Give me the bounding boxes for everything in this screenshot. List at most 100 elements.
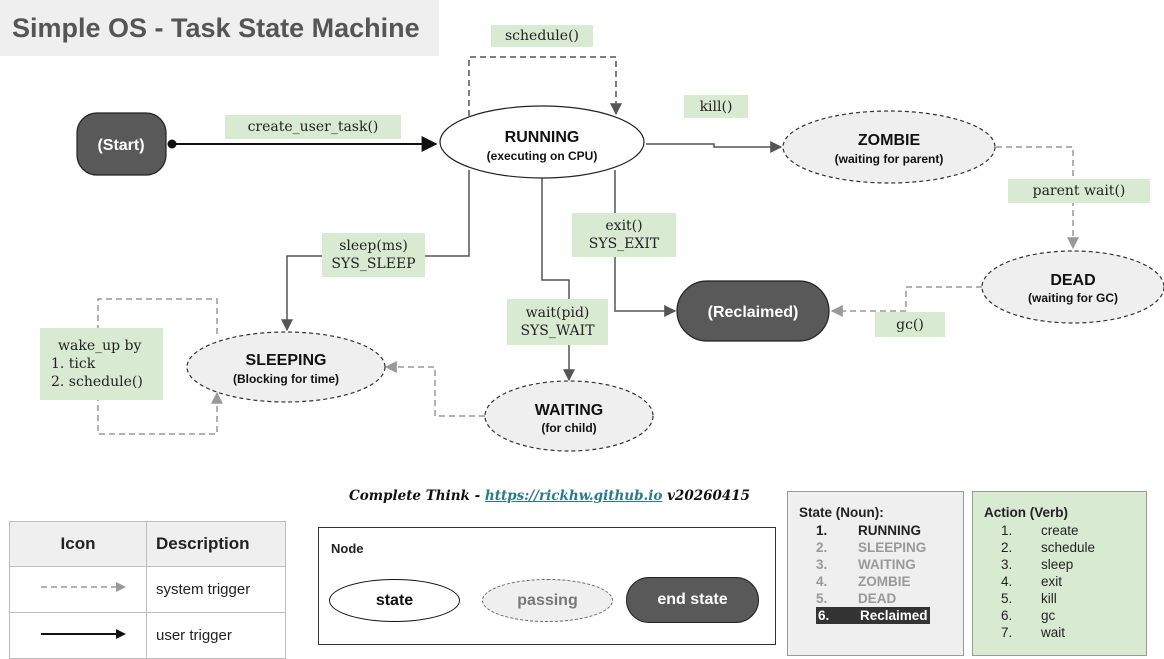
label-wait-line2: SYS_WAIT: [520, 323, 595, 339]
state-panel: State (Noun): 1.RUNNING 2.SLEEPING 3.WAI…: [787, 491, 964, 656]
list-item: 1. create: [1001, 522, 1095, 539]
label-exit: exit() SYS_EXIT: [572, 213, 676, 257]
label-wakeup-line2: 1. tick: [51, 356, 96, 372]
action-num: 6.: [1001, 608, 1013, 623]
action-label: gc: [1041, 608, 1056, 623]
node-legend-passing: passing: [482, 579, 613, 622]
edge-create-user-task-origin: [167, 139, 177, 149]
legend-description-system: system trigger: [146, 566, 286, 613]
credit-line: Complete Think - https://rickhw.github.i…: [349, 488, 750, 504]
action-label: wait: [1041, 625, 1066, 640]
label-parent-wait-text: parent wait(): [1032, 183, 1126, 199]
node-zombie-sub: (waiting for parent): [835, 152, 944, 166]
list-item: 3. sleep: [1001, 556, 1095, 573]
node-sleeping-sub: (Blocking for time): [233, 372, 339, 386]
dashed-arrow-icon: [9, 566, 147, 613]
node-start-label: (Start): [97, 137, 144, 154]
page-title: Simple OS - Task State Machine: [12, 13, 420, 43]
node-zombie-name: ZOMBIE: [858, 132, 921, 149]
list-item: 1. RUNNING: [816, 522, 930, 539]
label-wakeup-line3: 2. schedule(): [51, 374, 143, 390]
state-num: 6.: [818, 608, 830, 623]
node-zombie: [782, 110, 996, 184]
label-exit-line2: SYS_EXIT: [588, 236, 660, 252]
list-item: 3. WAITING: [816, 556, 930, 573]
label-parent-wait: parent wait(): [1008, 179, 1150, 203]
edge-parent-wait: [996, 146, 1079, 250]
label-wait-line1: wait(pid): [525, 305, 590, 321]
label-gc-text: gc(): [896, 316, 924, 333]
action-label: exit: [1041, 574, 1063, 589]
label-schedule: schedule(): [491, 25, 593, 47]
node-legend-passing-label: passing: [517, 591, 578, 609]
node-dead-sub: (waiting for GC): [1028, 291, 1118, 305]
label-create-user-task: create_user_task(): [225, 115, 401, 139]
solid-arrow-icon: [9, 612, 147, 659]
legend-header-icon: Icon: [9, 521, 147, 567]
action-num: 4.: [1001, 574, 1013, 589]
edge-kill: [646, 141, 783, 153]
state-label: RUNNING: [858, 523, 921, 538]
action-label: schedule: [1041, 540, 1096, 555]
action-label: sleep: [1041, 557, 1074, 572]
node-waiting-name: WAITING: [535, 402, 603, 419]
action-num: 5.: [1001, 591, 1013, 606]
title-banner: Simple OS - Task State Machine: [0, 0, 439, 56]
list-item: 4.ZOMBIE: [816, 573, 930, 590]
label-wait: wait(pid) SYS_WAIT: [507, 299, 608, 345]
node-waiting-sub: (for child): [541, 421, 596, 435]
credit-link[interactable]: https://rickhw.github.io: [484, 488, 663, 504]
label-wakeup-line1: wake_up by: [58, 338, 142, 354]
label-wakeup: wake_up by 1. tick 2. schedule(): [40, 328, 163, 400]
state-selected-highlight: 6. Reclaimed: [816, 607, 930, 624]
node-legend-end-state: end state: [626, 577, 759, 623]
edge-schedule: [468, 56, 622, 116]
action-label: kill: [1041, 591, 1057, 606]
node-legend-end-state-label: end state: [657, 591, 728, 608]
node-sleeping: [186, 331, 386, 403]
state-label: WAITING: [858, 557, 916, 572]
node-waiting: [484, 380, 654, 452]
action-num: 7.: [1001, 625, 1013, 640]
node-legend-state-label: state: [375, 591, 414, 609]
node-running-name: RUNNING: [505, 129, 580, 146]
list-item: 5. DEAD: [816, 590, 930, 607]
label-gc: gc(): [875, 312, 945, 337]
action-num: 2.: [1001, 540, 1013, 555]
legend-table: Icon Description system trigger user tri…: [9, 521, 286, 659]
node-legend-title: Node: [331, 541, 364, 556]
label-exit-line1: exit(): [605, 218, 643, 234]
list-item: 5. kill: [1001, 590, 1095, 607]
edge-gc: [830, 286, 982, 317]
label-sleep-line2: SYS_SLEEP: [331, 256, 416, 272]
list-item: 6. Reclaimed: [816, 607, 930, 624]
node-reclaimed: [676, 280, 830, 342]
state-num: 5.: [816, 591, 828, 606]
state-num: 1.: [816, 523, 828, 538]
state-panel-title: State (Noun):: [799, 505, 884, 520]
edge-wait: [541, 174, 575, 382]
state-list: 1.RUNNING 2.SLEEPING 3.WAITING 4.ZOMBIE …: [816, 522, 930, 624]
list-item: 2. schedule: [1001, 539, 1095, 556]
list-item: 7. wait: [1001, 624, 1095, 641]
legend-description-user: user trigger: [146, 612, 286, 659]
action-list: 1. create 2. schedule 3. sleep 4. exit 5. kil…: [1001, 522, 1095, 641]
node-running: [439, 105, 645, 179]
label-create-user-task-text: create_user_task(): [247, 119, 379, 135]
legend-row: system trigger: [9, 566, 286, 613]
legend-row: user trigger: [9, 612, 286, 659]
label-schedule-text: schedule(): [505, 28, 579, 44]
label-sleep: sleep(ms) SYS_SLEEP: [322, 233, 425, 277]
state-num: 3.: [816, 557, 828, 572]
node-dead-name: DEAD: [1050, 272, 1095, 289]
action-num: 1.: [1001, 523, 1013, 538]
label-sleep-line1: sleep(ms): [339, 238, 408, 254]
action-num: 3.: [1001, 557, 1013, 572]
state-label: DEAD: [858, 591, 897, 606]
action-label: create: [1041, 523, 1079, 538]
state-label: Reclaimed: [860, 608, 928, 623]
state-label: ZOMBIE: [858, 574, 911, 589]
node-running-sub: (executing on CPU): [487, 149, 598, 163]
node-dead: [981, 250, 1164, 324]
action-panel: Action (Verb) 1.create 2.schedule 3.slee…: [972, 491, 1147, 656]
